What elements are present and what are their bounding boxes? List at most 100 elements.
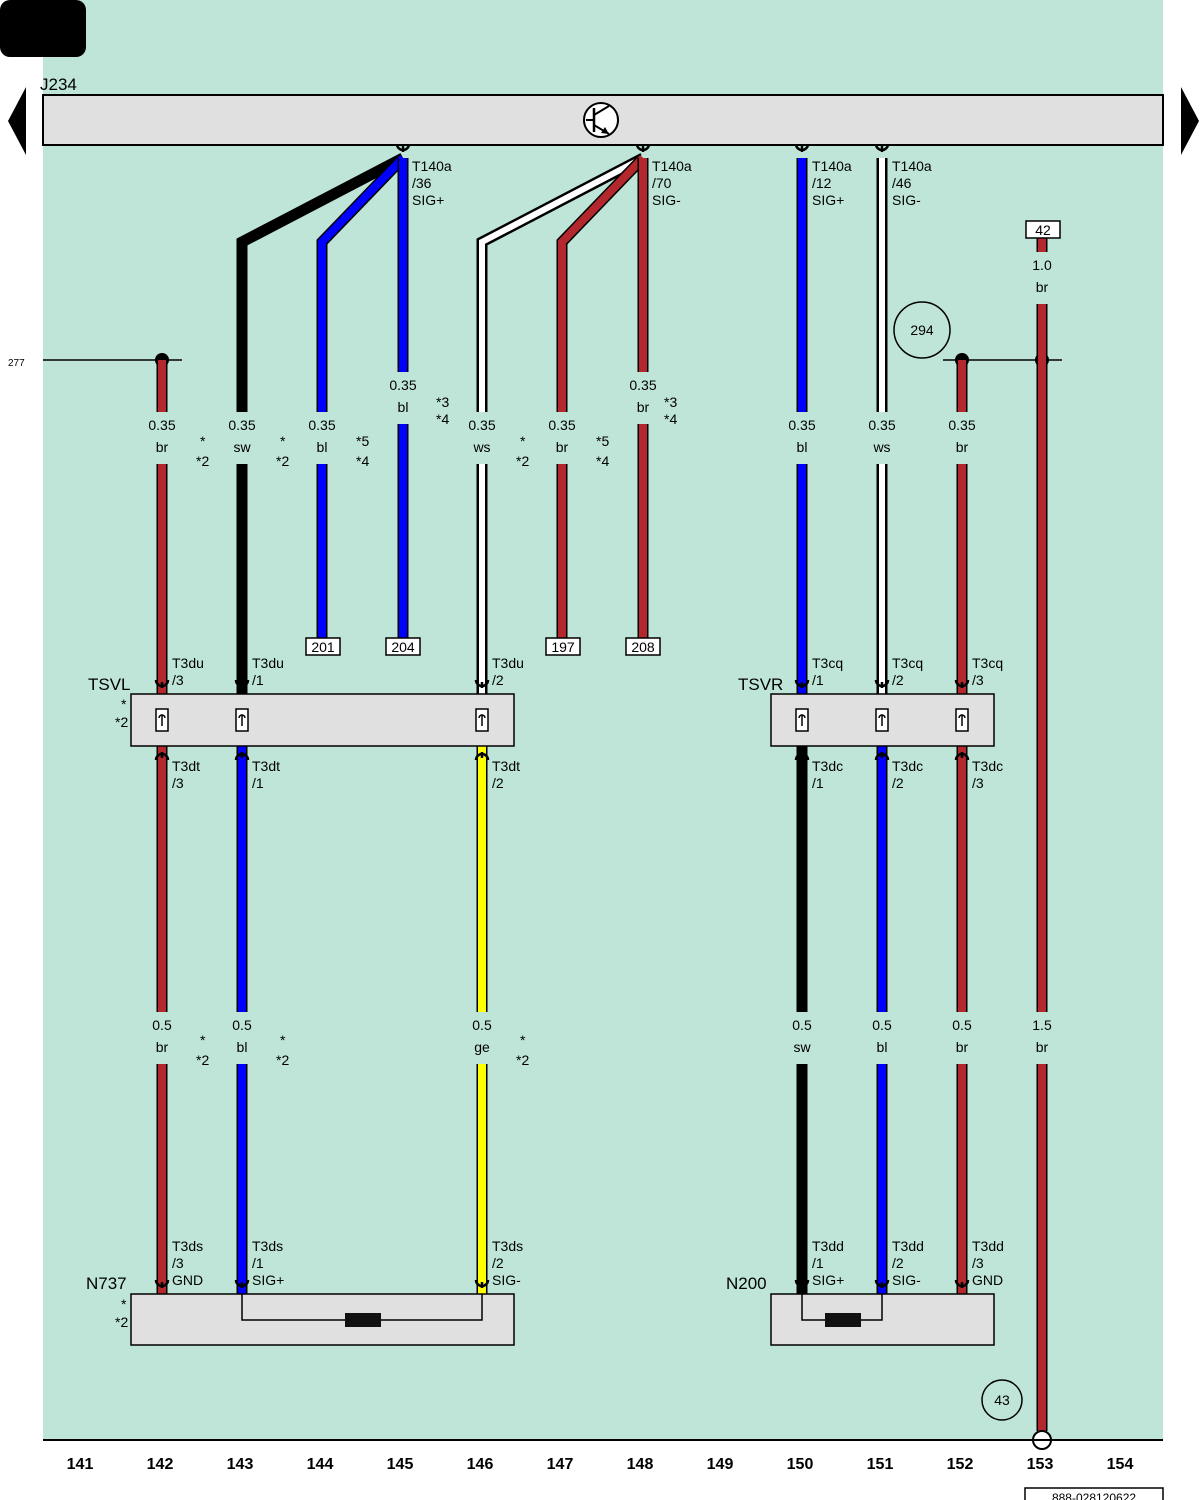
column-number-148: 148	[627, 1456, 654, 1473]
connector-contact-icon	[235, 708, 249, 732]
connector-t3dd-3: T3dd /3 GND	[972, 1238, 1004, 1288]
connector-t3cq-1: T3cq /1	[812, 655, 843, 688]
column-number-145: 145	[387, 1456, 414, 1473]
connector-t140a-36: T140a /36 SIG+	[412, 158, 452, 208]
column-number-153: 153	[1027, 1456, 1054, 1473]
svg-text:GND: GND	[972, 1272, 1003, 1288]
document-code-box	[1024, 1487, 1164, 1500]
svg-text:/70: /70	[652, 175, 672, 191]
nav-prev-arrow-icon[interactable]	[8, 87, 26, 155]
wire-color-code: br	[556, 439, 569, 455]
svg-text:T3dd: T3dd	[972, 1238, 1004, 1254]
wire-gauge: 0.35	[308, 417, 335, 433]
svg-text:*2: *2	[196, 453, 209, 469]
pin-socket-icon	[874, 143, 890, 152]
wire-gauge: 0.5	[792, 1017, 812, 1033]
tsvl-label: TSVL	[88, 675, 131, 694]
svg-text:SIG-: SIG-	[492, 1272, 521, 1288]
pin-socket-icon	[794, 143, 810, 152]
wire-color-code: br	[637, 399, 650, 415]
circle-ref-43[interactable]: 43	[981, 1379, 1023, 1421]
ref-box-197[interactable]: 197	[545, 637, 581, 656]
nav-next-arrow-icon[interactable]	[1181, 87, 1199, 155]
ref-box-201[interactable]: 201	[305, 637, 341, 656]
control-unit-label: J234	[40, 75, 77, 94]
connector-t140a-70: T140a /70 SIG-	[652, 158, 692, 208]
wire-color-code: bl	[797, 439, 808, 455]
pin-socket-icon	[954, 752, 970, 761]
wire-label-w142-bot: 0.5br	[146, 1012, 178, 1064]
n737-footnote-a: *	[121, 1296, 127, 1312]
connector-t3dt-1: T3dt /1	[252, 758, 280, 791]
svg-text:*: *	[200, 433, 206, 449]
connector-t140a-12: T140a /12 SIG+	[812, 158, 852, 208]
column-number-149: 149	[707, 1456, 734, 1473]
svg-text:*5: *5	[356, 433, 369, 449]
connector-pins-layer	[154, 143, 970, 1288]
pin-socket-icon	[234, 752, 250, 761]
connector-t3du-3: T3du /3	[172, 655, 204, 688]
wire-color-code: bl	[398, 399, 409, 415]
column-number-147: 147	[547, 1456, 574, 1473]
wire-label-w144-top: 0.35 bl	[306, 412, 338, 464]
n737-coil-icon	[345, 1313, 381, 1327]
svg-text:/2: /2	[892, 775, 904, 791]
connector-t3du-2: T3du /2	[492, 655, 524, 688]
svg-text:208: 208	[631, 639, 655, 655]
pin-socket-icon	[954, 1279, 970, 1288]
svg-text:*: *	[280, 433, 286, 449]
wire-color-code: br	[956, 439, 969, 455]
circle-ref-294[interactable]: 294	[893, 301, 951, 359]
wire-label-w153-top: 1.0br	[1026, 252, 1058, 304]
ref-box-208[interactable]: 208	[625, 637, 661, 656]
svg-text:T3ds: T3ds	[252, 1238, 283, 1254]
wire-color-code: ws	[872, 439, 890, 455]
svg-text:/2: /2	[892, 1255, 904, 1271]
svg-text:/1: /1	[812, 1255, 824, 1271]
svg-text:*2: *2	[516, 453, 529, 469]
transistor-symbol-icon	[583, 102, 619, 138]
pin-socket-icon	[154, 679, 170, 688]
connector-t3ds-3: T3ds /3 GND	[172, 1238, 203, 1288]
svg-text:T3cq: T3cq	[972, 655, 1003, 671]
svg-text:*: *	[200, 1032, 206, 1048]
svg-text:/3: /3	[172, 775, 184, 791]
wire-label-w143-bot: 0.5bl	[226, 1012, 258, 1064]
wire-gauge: 0.5	[952, 1017, 972, 1033]
svg-text:/3: /3	[172, 672, 184, 688]
ref-box-42[interactable]: 42	[1025, 220, 1061, 239]
svg-text:T3du: T3du	[252, 655, 284, 671]
svg-text:/2: /2	[492, 1255, 504, 1271]
connector-t3dt-3: T3dt /3	[172, 758, 200, 791]
svg-text:T3du: T3du	[492, 655, 524, 671]
column-number-152: 152	[947, 1456, 974, 1473]
connector-t3ds-1: T3ds /1 SIG+	[252, 1238, 284, 1288]
svg-text:SIG+: SIG+	[812, 1272, 844, 1288]
connector-t3ds-2: T3ds /2 SIG-	[492, 1238, 523, 1288]
column-number-151: 151	[867, 1456, 894, 1473]
pin-socket-icon	[874, 1279, 890, 1288]
wire-gauge: 0.5	[472, 1017, 492, 1033]
column-number-154: 154	[1107, 1456, 1134, 1473]
tsvr-label: TSVR	[738, 675, 783, 694]
connector-t3dc-3: T3dc /3	[972, 758, 1003, 791]
wire-label-w148-top: 0.35 br	[627, 372, 659, 424]
ref-box-204[interactable]: 204	[385, 637, 421, 656]
wire-gauge: 0.35	[629, 377, 656, 393]
connector-t3dc-2: T3dc /2	[892, 758, 923, 791]
column-number-143: 143	[227, 1456, 254, 1473]
pin-socket-icon	[954, 679, 970, 688]
wire-gauge: 0.5	[232, 1017, 252, 1033]
wire-gauge: 0.35	[548, 417, 575, 433]
connector-t3cq-3: T3cq /3	[972, 655, 1003, 688]
wire-label-w147-top: 0.35 br	[546, 412, 578, 464]
svg-text:/1: /1	[252, 775, 264, 791]
svg-text:*3: *3	[664, 394, 677, 410]
svg-text:/36: /36	[412, 175, 432, 191]
svg-text:*2: *2	[276, 453, 289, 469]
wire-color-code: ws	[472, 439, 490, 455]
wire-color-code: bl	[317, 439, 328, 455]
svg-text:/46: /46	[892, 175, 912, 191]
